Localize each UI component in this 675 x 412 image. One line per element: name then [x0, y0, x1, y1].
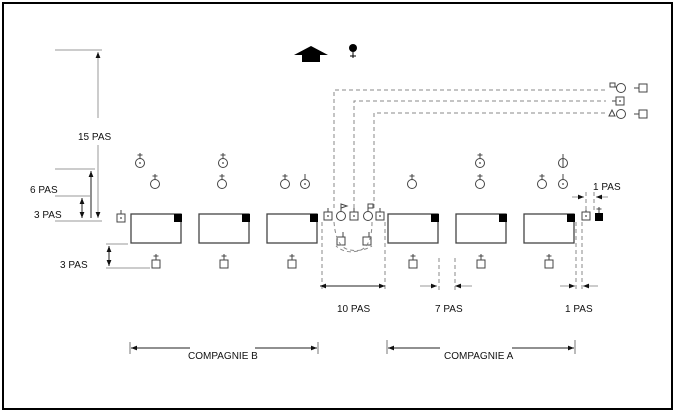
platoon-flag-marker [174, 214, 182, 222]
support-box-icon [408, 254, 418, 269]
platoon-box [387, 213, 439, 244]
label-1-pas-top: 1 PAS [593, 182, 621, 193]
platoon-leader-icon [150, 174, 160, 189]
label-6-pas: 6 PAS [30, 185, 58, 196]
label-company-b: COMPAGNIE B [188, 351, 258, 362]
platoon-leader-icon [217, 174, 227, 189]
company-a-span: COMPAGNIE A [386, 340, 576, 362]
platoon-flag-marker [431, 214, 439, 222]
label-10-pas: 10 PAS [337, 304, 370, 315]
hq-box-icon [349, 208, 359, 221]
dimension-10-pas: 10 PAS [320, 283, 385, 315]
dimension-1-pas-top: 1 PAS [572, 182, 621, 210]
guide-box-icon [116, 210, 126, 223]
dimension-3-pas-top: 3 PAS [34, 195, 102, 222]
support-box-icon [544, 254, 554, 269]
dimension-3-pas-bottom: 3 PAS [60, 243, 150, 271]
section-leader-icon [558, 174, 568, 189]
label-7-pas: 7 PAS [435, 304, 463, 315]
guide-box-icon [375, 208, 385, 221]
symbol-circle-with-triangle [608, 108, 648, 119]
platoon-flag-marker [499, 214, 507, 222]
platoon-flag-marker [567, 214, 575, 222]
company-officer-icon [135, 153, 145, 168]
platoon-box [130, 213, 182, 244]
platoon-leader-icon [475, 174, 485, 189]
dimension-7-pas: 7 PAS [420, 258, 472, 315]
legend-symbols [608, 82, 648, 119]
section-leader-icon [300, 174, 310, 189]
company-b-span: COMPAGNIE B [129, 342, 319, 362]
dimension-15-pas: 15 PAS [55, 49, 111, 218]
platoon-leader-icon [537, 174, 547, 189]
label-3-pas-bottom: 3 PAS [60, 260, 88, 271]
guide-box-icon [323, 208, 333, 221]
platoon-box [198, 213, 250, 244]
company-officer-icon [475, 153, 485, 168]
symbol-circle-with-flag-box [609, 82, 648, 93]
support-box-icon [219, 254, 229, 269]
platoon-leader-icon [407, 174, 417, 189]
platoon-box [523, 213, 575, 244]
symbol-box-dot [612, 96, 625, 106]
platoon-box [455, 213, 507, 244]
battalion-commander-icon [363, 203, 374, 221]
commander-symbol-icon [349, 44, 357, 58]
support-box-icon [151, 254, 161, 269]
platoon-boxes [130, 213, 575, 244]
support-box-icon [287, 254, 297, 269]
label-3-pas-top: 3 PAS [34, 210, 62, 221]
platoon-leader-icon [280, 174, 290, 189]
label-15-pas: 15 PAS [78, 132, 111, 143]
hq-support-box-icon [336, 232, 346, 246]
platoon-flag-marker [242, 214, 250, 222]
label-1-pas-bottom: 1 PAS [565, 304, 593, 315]
flag-bearer-icon [336, 203, 349, 221]
direction-arrow-icon [294, 46, 328, 62]
marker-filled-box-icon [595, 207, 603, 221]
label-company-a: COMPAGNIE A [444, 351, 514, 362]
platoon-flag-marker [310, 214, 318, 222]
command-dashed-lines [321, 89, 606, 290]
company-commander-icon [558, 154, 568, 168]
unit-symbols [116, 153, 603, 269]
support-box-icon [476, 254, 486, 269]
dimension-6-pas: 6 PAS [30, 168, 95, 218]
company-officer-icon [218, 153, 228, 168]
dimension-1-pas-bottom: 1 PAS [560, 222, 598, 315]
platoon-box [266, 213, 318, 244]
